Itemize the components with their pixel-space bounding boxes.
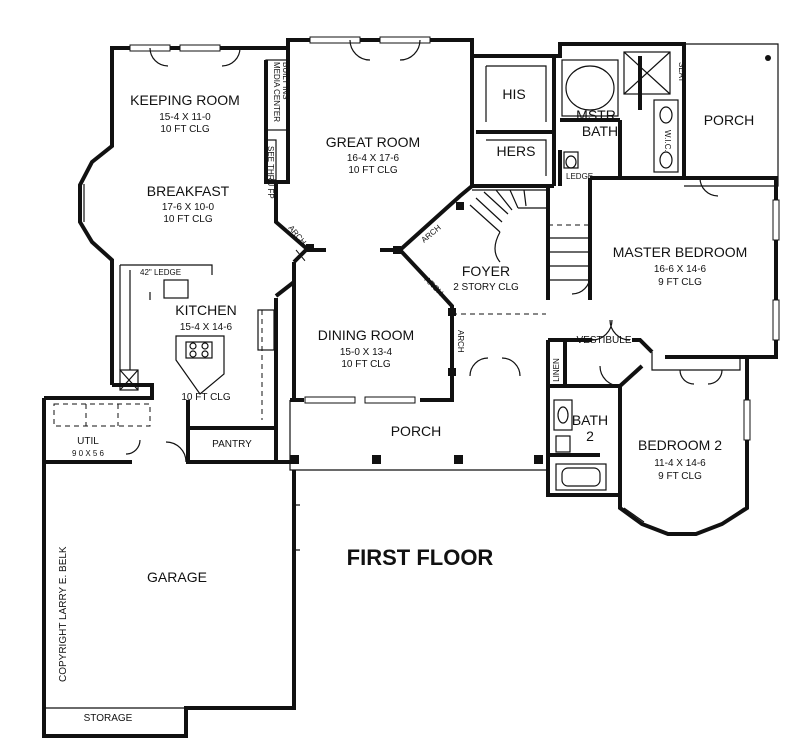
see-thru-fp-label: SEE THRU FP xyxy=(266,146,275,199)
util-dims: 9 0 X 5 6 xyxy=(72,449,105,458)
keeping-room-name: KEEPING ROOM xyxy=(130,92,240,108)
bath2-name: BATH xyxy=(572,412,608,428)
great-room-ceiling: 10 FT CLG xyxy=(348,165,397,176)
kitchen-dims: 15-4 X 14-6 xyxy=(180,322,233,333)
detail-lines xyxy=(44,36,780,709)
breakfast-ceiling: 10 FT CLG xyxy=(163,214,212,225)
porch-rear-name: PORCH xyxy=(704,112,755,128)
foyer-name: FOYER xyxy=(462,263,510,279)
bedroom2-name: BEDROOM 2 xyxy=(638,437,722,453)
copyright-text: COPYRIGHT LARRY E. BELK xyxy=(58,546,69,682)
master-bedroom-name: MASTER BEDROOM xyxy=(613,244,748,260)
foyer-ceiling: 2 STORY CLG xyxy=(453,282,519,293)
arch-label-foyer-lower: ARCH xyxy=(423,275,446,298)
dining-room-ceiling: 10 FT CLG xyxy=(341,359,390,370)
porch-front-name: PORCH xyxy=(391,423,442,439)
ledge-42-label: 42" LEDGE xyxy=(140,268,181,277)
ledge-label: LEDGE xyxy=(566,172,593,181)
room-labels: KEEPING ROOM 15-4 X 11-0 10 FT CLG BREAK… xyxy=(72,86,754,724)
seat-label: SEAT xyxy=(677,62,686,82)
kitchen-name: KITCHEN xyxy=(175,302,236,318)
kitchen-ceiling: 10 FT CLG xyxy=(181,392,230,403)
arch-label-dining: ARCH xyxy=(456,330,465,353)
dining-room-name: DINING ROOM xyxy=(318,327,414,343)
mstr-bath-name: MSTR xyxy=(576,107,616,123)
bath2-num: 2 xyxy=(586,428,594,444)
breakfast-dims: 17-6 X 10-0 xyxy=(162,202,215,213)
breakfast-name: BREAKFAST xyxy=(147,183,230,199)
porch-columns xyxy=(290,55,771,464)
arch-label-foyer-upper: ARCH xyxy=(420,223,443,245)
master-bedroom-ceiling: 9 FT CLG xyxy=(658,277,702,288)
linen-name: LINEN xyxy=(552,358,561,382)
mstr-bath-name2: BATH xyxy=(582,123,618,139)
great-room-dims: 16-4 X 17-6 xyxy=(347,153,400,164)
media-center-label: MEDIA CENTER xyxy=(272,62,281,122)
plan-title: FIRST FLOOR xyxy=(347,545,494,570)
keeping-room-dims: 15-4 X 11-0 xyxy=(159,112,211,123)
garage-name: GARAGE xyxy=(147,569,207,585)
dining-room-dims: 15-0 X 13-4 xyxy=(340,347,393,358)
master-bedroom-dims: 16-6 X 14-6 xyxy=(654,264,707,275)
keeping-room-ceiling: 10 FT CLG xyxy=(160,124,209,135)
vestibule-name: VESTIBULE xyxy=(576,335,631,346)
bedroom2-dims: 11-4 X 14-6 xyxy=(654,458,706,469)
hers-closet-name: HERS xyxy=(497,143,536,159)
wic-label: W.I.C. xyxy=(663,130,672,152)
built-ins-label: BUILT INS xyxy=(281,62,290,100)
great-room-name: GREAT ROOM xyxy=(326,134,420,150)
pantry-name: PANTRY xyxy=(212,439,252,450)
util-name: UTIL xyxy=(77,436,99,447)
his-closet-name: HIS xyxy=(502,86,525,102)
storage-name: STORAGE xyxy=(84,713,133,724)
bedroom2-ceiling: 9 FT CLG xyxy=(658,471,702,482)
